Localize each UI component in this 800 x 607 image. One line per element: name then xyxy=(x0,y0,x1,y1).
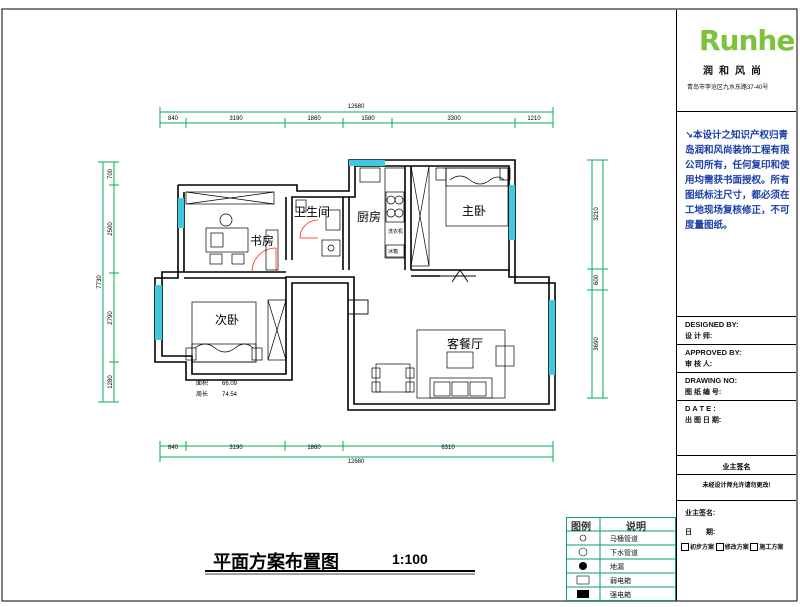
bottom-dimension-lines xyxy=(159,441,554,462)
windows xyxy=(155,160,555,375)
power-box-icon xyxy=(577,590,589,598)
copyright-notice: ↘本设计之知识产权归青岛润和风尚装饰工程有限公司所有，任何复印和使用均需获书面授… xyxy=(685,130,790,231)
toilet-pipe-icon xyxy=(579,534,587,542)
title-underline xyxy=(205,570,475,575)
left-segment-dims: 700 2500 2790 1280 xyxy=(108,168,114,388)
legend-item: 马桶管道 xyxy=(610,536,638,543)
plan-title: 平面方案布置图 xyxy=(213,552,339,573)
date-label-cn: 出 图 日 期: xyxy=(685,417,722,424)
perimeter-value: 74.54 xyxy=(222,392,238,398)
room-label-living-dining: 客餐厅 xyxy=(447,337,484,351)
bathroom-fixtures xyxy=(295,199,341,257)
left-total-dim: 7730 xyxy=(97,275,103,289)
room-label-kitchen: 厨房 xyxy=(357,210,382,224)
dimension-value: 3690 xyxy=(594,337,600,351)
company-address: 青岛市李沧区九水东路37-40号 xyxy=(687,85,769,91)
dimension-value: 840 xyxy=(168,116,179,122)
room-label-study: 书房 xyxy=(250,234,275,248)
bottom-segment-dims: 840 3190 1860 6310 xyxy=(168,445,455,451)
legend-item: 强电箱 xyxy=(610,592,631,599)
dimension-value: 3190 xyxy=(229,116,243,122)
legend-grid xyxy=(566,517,676,601)
legend-table: 图例 说明 马桶管道 下水管道 地漏 弱电箱 强电箱 xyxy=(566,517,676,601)
doors xyxy=(251,219,319,273)
drawing-no-label: DRAWING NO: xyxy=(685,376,738,385)
top-total-dim: 12680 xyxy=(348,104,365,110)
top-dimension-lines xyxy=(159,107,554,128)
legend-item: 地漏 xyxy=(610,564,624,571)
dimension-value: 700 xyxy=(108,168,114,179)
checkbox-icon[interactable] xyxy=(681,543,689,552)
owner-date-label: 日 期: xyxy=(685,529,716,536)
legend-col-1: 图例 xyxy=(571,522,591,533)
company-logo: Runhe xyxy=(699,24,795,57)
reviewer-label: 审 核 人: xyxy=(685,361,713,368)
area-value: 66.09 xyxy=(222,381,238,387)
left-dimension-lines xyxy=(98,161,119,403)
title-block: Runhe 润和风尚 青岛市李沧区九水东路37-40号 ↘本设计之知识产权归青岛… xyxy=(676,10,796,601)
legend-item: 下水管道 xyxy=(610,550,638,557)
walls xyxy=(154,159,556,411)
designed-by-label: DESIGNED BY: xyxy=(685,320,739,329)
room-label-second-bedroom: 次卧 xyxy=(215,313,240,327)
second-bedroom-furniture xyxy=(185,299,287,363)
right-segment-dims: 3210 600 3690 xyxy=(594,207,600,351)
company-name: 润和风尚 xyxy=(703,66,767,77)
floor-plan-drawing: 12680 840 3190 1860 1580 3300 1210 12680 840 3… xyxy=(97,104,608,465)
date-label-en: D A T E : xyxy=(685,404,716,413)
master-bedroom-furniture xyxy=(410,165,511,267)
dimension-value: 1580 xyxy=(361,116,375,122)
living-room-furniture xyxy=(371,329,515,399)
kitchen-counter xyxy=(359,167,406,259)
drawing-number-label: 图 纸 编 号: xyxy=(685,389,722,396)
legend-col-2: 说明 xyxy=(626,522,646,533)
dimension-value: 600 xyxy=(594,274,600,285)
owner-sign-title: 业主签名 xyxy=(722,464,751,471)
owner-sign-label: 业主签名: xyxy=(685,510,716,517)
area-label: 面积 xyxy=(196,379,208,387)
dimension-value: 1280 xyxy=(108,375,114,389)
dimension-value: 2500 xyxy=(108,222,114,236)
checkbox-icon[interactable] xyxy=(715,543,724,552)
legend-item: 弱电箱 xyxy=(610,578,631,585)
washer-label: 洗衣机 xyxy=(388,228,403,235)
approved-by-label: APPROVED BY: xyxy=(685,348,742,357)
dimension-value: 3190 xyxy=(229,445,243,451)
dimension-value: 2790 xyxy=(108,311,114,325)
drain-pipe-icon xyxy=(578,547,588,557)
dimension-value: 1860 xyxy=(307,445,321,451)
plan-stage-options: 初步方案 修改方案 施工方案 xyxy=(681,542,783,552)
notice-arrow-icon: ↘ xyxy=(685,130,693,141)
right-dimension-lines xyxy=(587,159,608,399)
dimension-value: 3210 xyxy=(594,207,600,221)
dimension-value: 6310 xyxy=(441,445,455,451)
low-voltage-box-icon xyxy=(576,575,590,585)
owner-warning: 未经设计师允许请勿更改! xyxy=(702,483,771,489)
perimeter-label: 周长 xyxy=(196,390,208,398)
designer-label: 设 计 师: xyxy=(685,333,713,340)
dimension-value: 3300 xyxy=(447,116,461,122)
bottom-total-dim: 12680 xyxy=(348,459,365,465)
dimension-value: 840 xyxy=(168,445,179,451)
study-furniture xyxy=(185,191,279,271)
entry-door xyxy=(347,269,476,315)
top-segment-dims: 840 3190 1860 1580 3300 1210 xyxy=(168,116,541,122)
plan-scale: 1:100 xyxy=(392,551,428,567)
checkbox-icon[interactable] xyxy=(750,543,759,552)
floor-drain-icon xyxy=(579,562,587,570)
fridge-label: 冰箱 xyxy=(388,248,398,255)
dimension-value: 1860 xyxy=(307,116,321,122)
room-label-master-bedroom: 主卧 xyxy=(462,204,487,218)
dimension-value: 1210 xyxy=(527,116,541,122)
room-label-bathroom: 卫生间 xyxy=(294,205,331,219)
